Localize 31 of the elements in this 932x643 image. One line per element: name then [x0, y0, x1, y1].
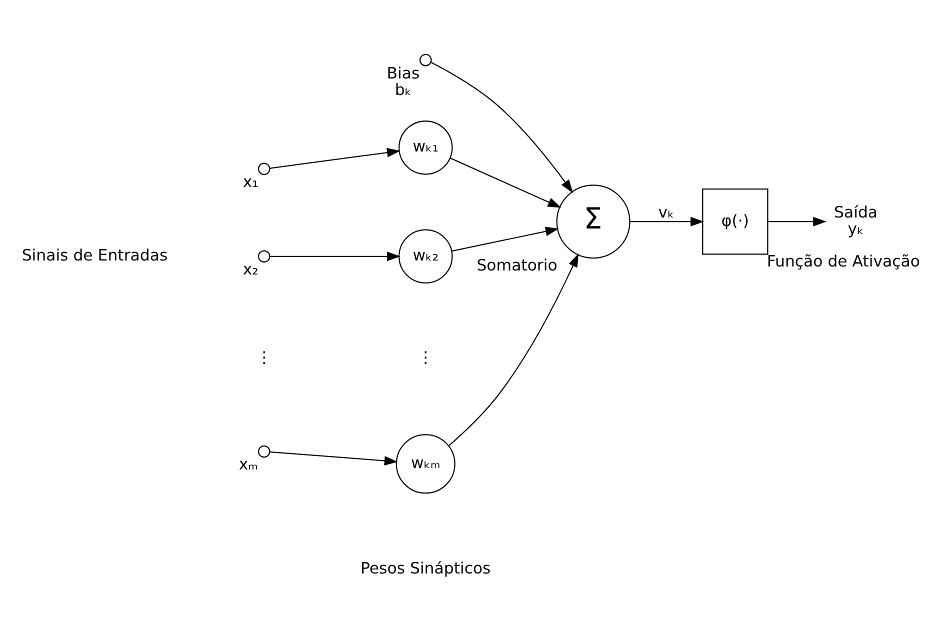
node-box: φ(·): [702, 188, 768, 254]
node-text: Saída yₖ: [834, 202, 878, 238]
label: Pesos Sinápticos: [360, 558, 491, 577]
node-circle: wₖ₂: [398, 228, 453, 283]
arrow: [430, 61, 574, 193]
node-label: Bias: [386, 62, 420, 82]
node-label: x₁: [242, 172, 258, 191]
node-circle: wₖ₁: [398, 120, 453, 174]
edge-label: vₖ: [658, 202, 674, 221]
node-circle: wₖₘ: [396, 434, 456, 494]
node-circle: [258, 444, 270, 458]
node-label: x₂: [242, 259, 258, 278]
node-circle: [258, 162, 270, 175]
arrow: [768, 216, 827, 226]
arrow: [450, 157, 562, 208]
arrow: [270, 450, 398, 465]
node-circle: [419, 53, 432, 66]
node-circle: Σ: [556, 184, 630, 258]
label: Sinais de Entradas: [22, 245, 168, 264]
node-label: Somatorio: [476, 255, 558, 274]
arrow: [452, 226, 559, 252]
arrow: [448, 252, 579, 446]
node-label: bₖ: [394, 80, 412, 99]
arrow: [270, 147, 400, 168]
label: ⋮: [256, 347, 272, 366]
node-circle: [258, 250, 270, 262]
arrow: [270, 251, 401, 261]
node-label: xₘ: [238, 454, 258, 474]
arrow: [630, 216, 704, 226]
label: ⋮: [418, 347, 434, 366]
node-label: Função de Ativação: [766, 251, 920, 270]
